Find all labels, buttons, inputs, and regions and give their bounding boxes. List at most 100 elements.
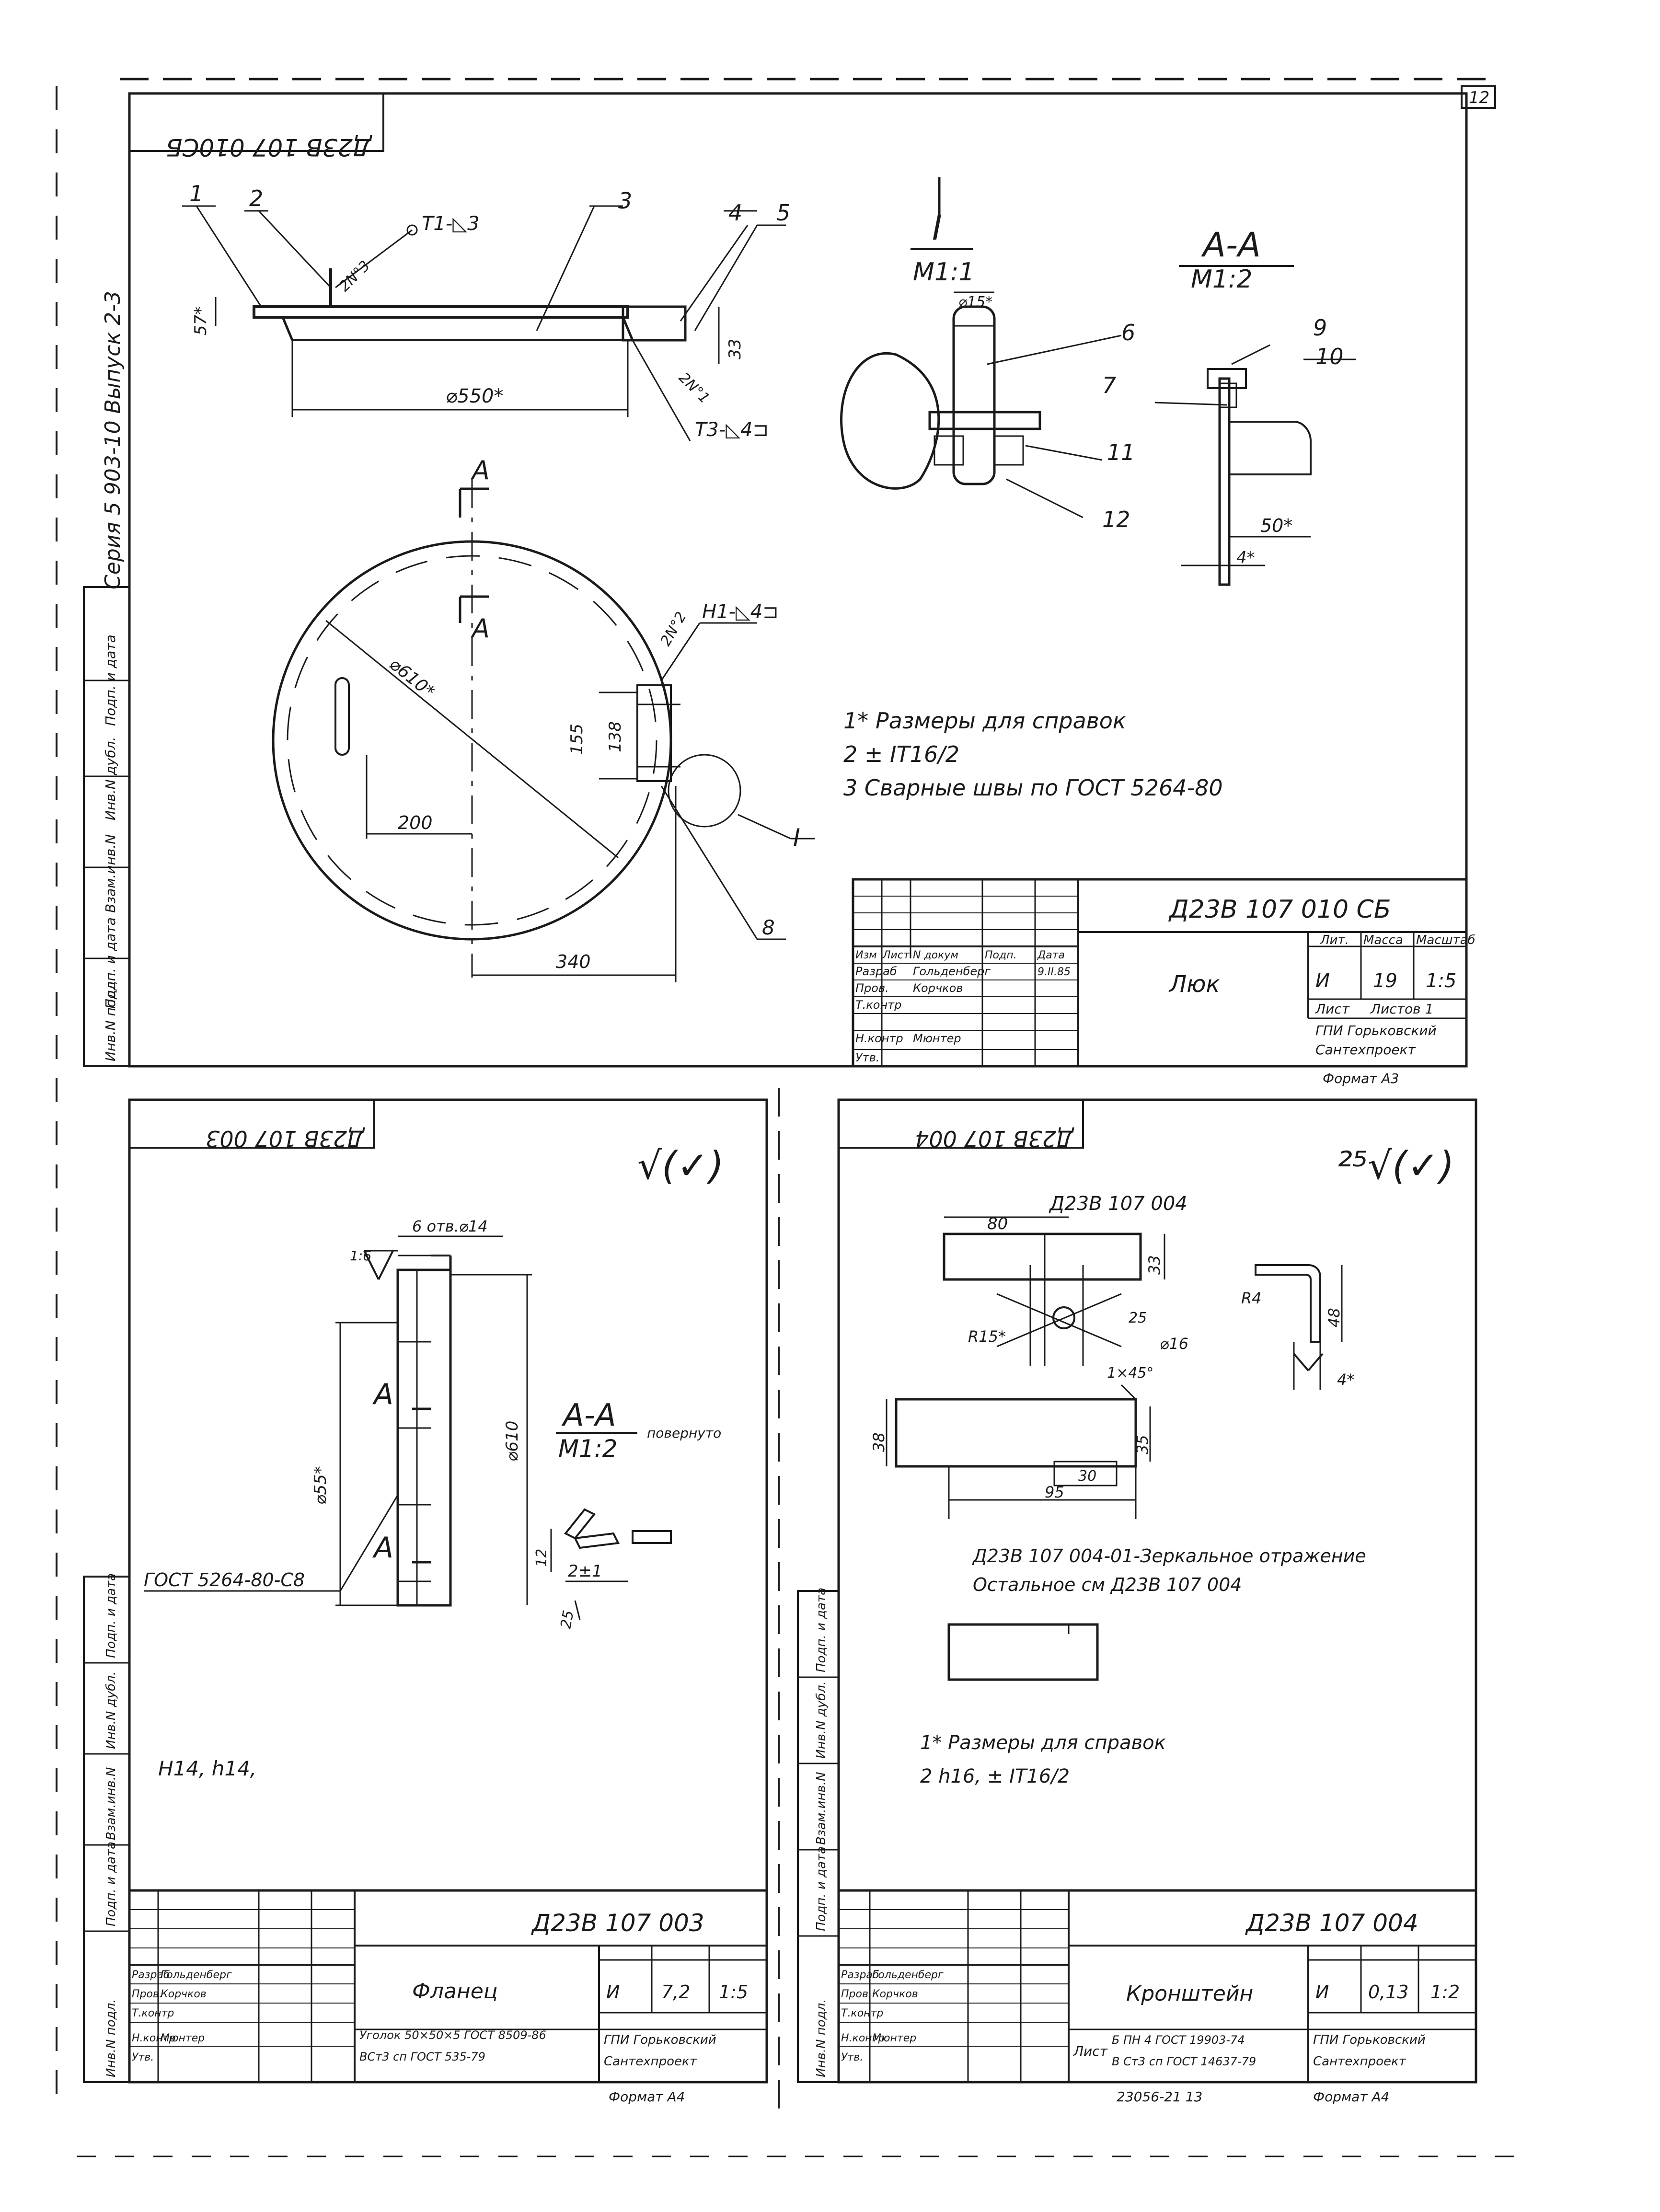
sheet2-roughness: √(✓) [637, 1143, 724, 1188]
flange-drawing [144, 1235, 532, 1607]
dim-155: 155 [567, 724, 587, 755]
sheet2-code-mirrored: Д23В 107 003 [206, 1126, 365, 1152]
svg-text:Взам.инв.N: Взам.инв.N [814, 1772, 829, 1845]
svg-text:Разраб: Разраб [132, 1969, 170, 1981]
svg-text:Подп. и дата: Подп. и дата [103, 917, 118, 1009]
leader-3: 3 [618, 188, 632, 214]
leader-8: 8 [762, 916, 775, 939]
svg-text:Подп. и дата: Подп. и дата [814, 1588, 829, 1672]
sheet3-doc-no: 23056-21 13 [1117, 2089, 1202, 2105]
svg-text:Пров.: Пров. [855, 981, 889, 995]
sheet3-dim-25: 25 [1129, 1310, 1147, 1326]
detail-i [840, 177, 1122, 518]
svg-text:Мюнтер: Мюнтер [161, 2032, 205, 2044]
svg-text:Пров.: Пров. [132, 1988, 162, 2000]
sheet3-format: Формат А4 [1313, 2089, 1389, 2105]
sheet3-dim-48: 48 [1325, 1308, 1343, 1327]
sheet2-view-a-1: А [372, 1378, 393, 1411]
sheet2-title-code: Д23В 107 003 [531, 1909, 704, 1937]
svg-text:Корчков: Корчков [161, 1988, 207, 2000]
sheet2-lit: И [606, 1982, 620, 2003]
svg-text:Гольденберг: Гольденберг [872, 1969, 944, 1981]
svg-text:Н.контр: Н.контр [855, 1032, 903, 1045]
sheet1-code-mirrored: Д23В 107 010СБ [166, 133, 372, 161]
sheet1-note-2: 2 ± IT16/2 [843, 741, 959, 767]
sheet1-lit: И [1315, 970, 1330, 992]
sheet1-note-1: 1* Размеры для справок [843, 708, 1126, 734]
svg-text:Подп. и дата: Подп. и дата [103, 634, 118, 726]
hatch-plan [272, 479, 815, 982]
sheet3-dim-35: 35 [1133, 1435, 1152, 1454]
sheet3-code-mirrored: Д23В 107 004 [915, 1126, 1074, 1152]
svg-text:N докум: N докум [913, 949, 958, 961]
sheet2-tol: Н14, h14, [158, 1757, 256, 1780]
sheet3-part-code: Д23В 107 004 [1049, 1193, 1187, 1215]
sheet3-note-2: 2 h16, ± IT16/2 [920, 1765, 1070, 1787]
svg-text:Инв.N дубл.: Инв.N дубл. [104, 1671, 118, 1749]
sheet3-title-code: Д23В 107 004 [1245, 1909, 1418, 1937]
svg-text:ГПИ Горьковский: ГПИ Горьковский [604, 2033, 716, 2047]
svg-text:Листов 1: Листов 1 [1370, 1001, 1433, 1017]
section-aa-1 [1154, 265, 1356, 586]
sheet2-dim-d55: ⌀55* [311, 1466, 330, 1505]
detail-i-scale: М1:1 [913, 258, 975, 287]
dim-340: 340 [556, 951, 591, 972]
sheet1-scale: 1:5 [1426, 970, 1456, 992]
sheet3-dim-30: 30 [1078, 1468, 1096, 1485]
sheet3-sidebar-text: Инв.N подл. Подп. и дата Взам.инв.N Инв.… [814, 1588, 829, 2077]
section-aa-1-title: А-А [1201, 225, 1261, 265]
svg-text:Подп.: Подп. [985, 949, 1017, 961]
svg-text:Гольденберг: Гольденберг [913, 965, 991, 978]
svg-text:Утв.: Утв. [841, 2051, 863, 2063]
sheet3-mirror-note-2: Остальное см Д23В 107 004 [973, 1574, 1242, 1595]
svg-text:Б ПН 4 ГОСТ 19903-74: Б ПН 4 ГОСТ 19903-74 [1112, 2033, 1245, 2047]
svg-text:Уголок 50×50×5 ГОСТ 8509-86: Уголок 50×50×5 ГОСТ 8509-86 [359, 2028, 546, 2042]
sheet1-sidebar-text: Инв.N подл. Подп. и дата Взам.инв.N Инв.… [103, 634, 118, 1061]
svg-text:9.II.85: 9.II.85 [1038, 966, 1071, 978]
sheet3-dim-r15: R15* [968, 1327, 1006, 1346]
dim-d550: ⌀550* [446, 385, 503, 407]
sheet3-dim-chamfer: 1×45° [1107, 1365, 1153, 1382]
sheet3-title-block [837, 1889, 1477, 2084]
svg-text:Инв.N дубл.: Инв.N дубл. [103, 737, 118, 821]
sheet2-rotated: повернуто [647, 1425, 721, 1441]
sheet1-title-code: Д23В 107 010 СБ [1168, 895, 1391, 924]
svg-text:Пров.: Пров. [841, 1988, 872, 2000]
svg-text:Лит.: Лит. [1320, 933, 1349, 947]
leader-5: 5 [776, 200, 790, 226]
svg-text:Сантехпроект: Сантехпроект [1315, 1042, 1416, 1058]
sheet3-roughness: ²⁵√(✓) [1337, 1143, 1454, 1188]
dim-50: 50* [1260, 515, 1292, 536]
svg-text:Масштаб: Масштаб [1416, 933, 1476, 947]
view-a-top: А [471, 455, 490, 485]
svg-text:ВСт3 сп ГОСТ 535-79: ВСт3 сп ГОСТ 535-79 [359, 2050, 485, 2063]
dim-2n2: 2N°2 [657, 609, 690, 649]
svg-text:Инв.N подл.: Инв.N подл. [814, 1999, 829, 2077]
dim-d610: ⌀610* [385, 654, 438, 702]
sheet1-title-block [852, 878, 1468, 1068]
sheet3-scale: 1:2 [1430, 1982, 1460, 2003]
page-number: 12 [1469, 88, 1489, 107]
sheet3-dim-d16: ⌀16 [1160, 1335, 1188, 1353]
sheet1-mass: 19 [1373, 970, 1397, 992]
sheet2-dim-12: 12 [533, 1549, 550, 1567]
svg-text:Гольденберг: Гольденберг [161, 1969, 232, 1981]
svg-text:Взам.инв.N: Взам.инв.N [104, 1767, 118, 1840]
sheet2-frame [83, 1088, 780, 2108]
svg-text:Утв.: Утв. [855, 1051, 879, 1064]
weld-n1: Н1-◺4⊐ [702, 601, 779, 623]
svg-text:Масса: Масса [1363, 933, 1403, 947]
svg-text:Лист: Лист [1315, 1001, 1350, 1017]
svg-text:Инв.N подл.: Инв.N подл. [103, 977, 118, 1061]
sheet2-title-block [128, 1889, 768, 2084]
svg-text:Взам.инв.N: Взам.инв.N [103, 834, 118, 913]
sheet2-weld: ГОСТ 5264-80-С8 [144, 1569, 305, 1590]
series-label: Серия 5 903-10 Выпуск 2-3 [101, 291, 125, 589]
sheet1-title-name: Люк [1168, 971, 1220, 998]
dim-2n1: 2N°1 [675, 369, 713, 407]
sheet2-scale: 1:5 [719, 1982, 748, 2003]
sheet3-lit: И [1315, 1982, 1329, 2003]
dim-33: 33 [726, 339, 745, 359]
svg-text:Мюнтер: Мюнтер [913, 1032, 961, 1045]
